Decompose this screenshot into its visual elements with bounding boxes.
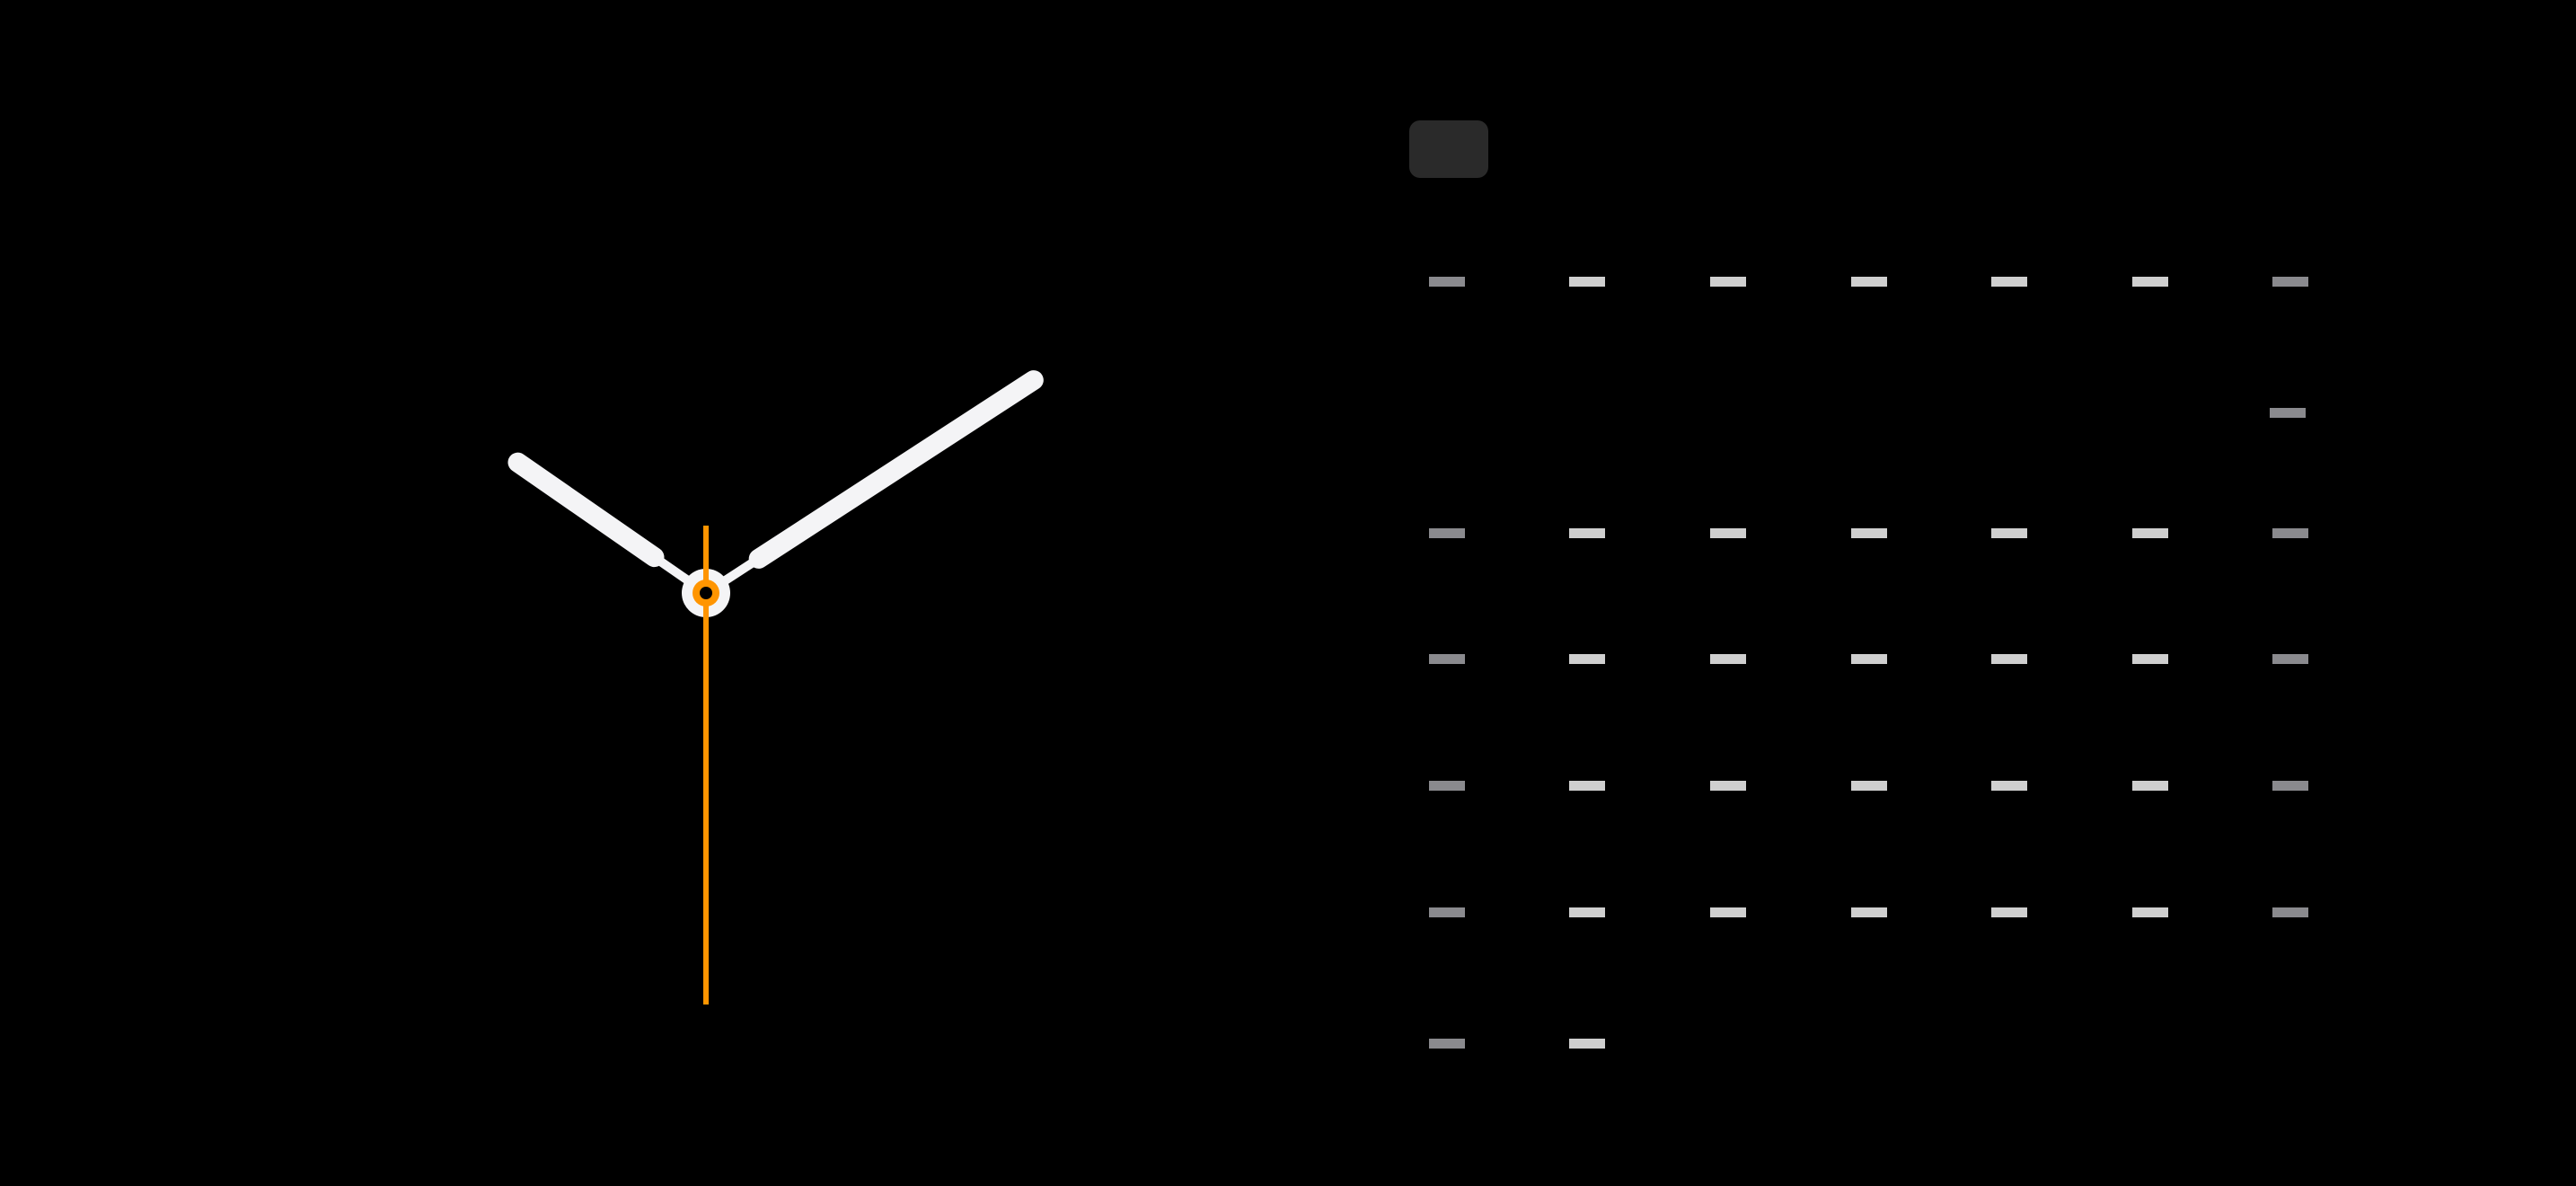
calendar-day[interactable] <box>2272 907 2308 917</box>
calendar-day[interactable] <box>2132 781 2168 791</box>
calendar-day[interactable] <box>1991 907 2027 917</box>
calendar-day[interactable] <box>1991 781 2027 791</box>
calendar-day[interactable] <box>2272 528 2308 538</box>
calendar-day[interactable] <box>1991 528 2027 538</box>
calendar-day[interactable] <box>1851 654 1887 664</box>
calendar-day[interactable] <box>1569 654 1605 664</box>
calendar-day[interactable] <box>2270 408 2306 418</box>
weekday-label <box>1851 277 1887 287</box>
weekday-label <box>1991 277 2027 287</box>
weekday-label <box>2272 277 2308 287</box>
weekday-label <box>1429 277 1465 287</box>
calendar-day[interactable] <box>2132 654 2168 664</box>
calendar-day[interactable] <box>1710 781 1746 791</box>
calendar-day[interactable] <box>1710 528 1746 538</box>
calendar-day[interactable] <box>1429 907 1465 917</box>
calendar-day[interactable] <box>1851 528 1887 538</box>
calendar-day[interactable] <box>1569 1039 1605 1049</box>
calendar-day[interactable] <box>2132 907 2168 917</box>
calendar-header-button[interactable] <box>1409 120 1488 178</box>
minute-hand <box>703 370 1044 597</box>
calendar-day[interactable] <box>2132 528 2168 538</box>
center-pin <box>700 587 712 599</box>
calendar-day[interactable] <box>1710 654 1746 664</box>
weekday-label <box>2132 277 2168 287</box>
calendar-day[interactable] <box>1429 528 1465 538</box>
calendar-day[interactable] <box>2272 781 2308 791</box>
calendar-day[interactable] <box>1569 528 1605 538</box>
calendar-day[interactable] <box>1851 907 1887 917</box>
calendar-day[interactable] <box>1429 1039 1465 1049</box>
calendar-day[interactable] <box>1569 907 1605 917</box>
calendar-day[interactable] <box>1710 907 1746 917</box>
analog-clock <box>507 370 1044 1005</box>
calendar-day[interactable] <box>1569 781 1605 791</box>
calendar-day[interactable] <box>1851 781 1887 791</box>
calendar-day[interactable] <box>1429 781 1465 791</box>
calendar-day[interactable] <box>1991 654 2027 664</box>
hour-hand <box>507 452 709 597</box>
weekday-label <box>1569 277 1605 287</box>
calendar-day[interactable] <box>2272 654 2308 664</box>
weekday-label <box>1710 277 1746 287</box>
calendar-day[interactable] <box>1429 654 1465 664</box>
